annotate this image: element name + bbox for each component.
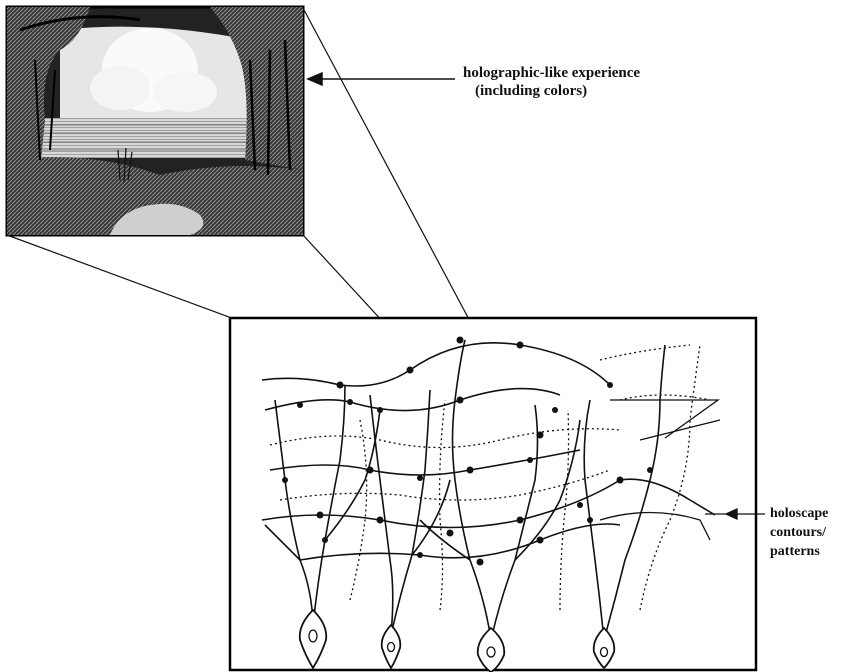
experience-label-line1: holographic-like experience bbox=[463, 64, 640, 82]
experience-arrow bbox=[308, 73, 455, 85]
holoscape-label: holoscape contours/ patterns bbox=[770, 505, 828, 562]
holoscape-label-line1: holoscape bbox=[770, 505, 828, 524]
experience-label-line2: (including colors) bbox=[463, 82, 640, 100]
holoscape-label-line2: contours/ bbox=[770, 524, 828, 543]
dendritic-network-panel bbox=[230, 318, 756, 672]
landscape-engraving bbox=[7, 7, 303, 235]
holoscape-label-line3: patterns bbox=[770, 543, 828, 562]
experience-label: holographic-like experience (including c… bbox=[463, 64, 640, 100]
